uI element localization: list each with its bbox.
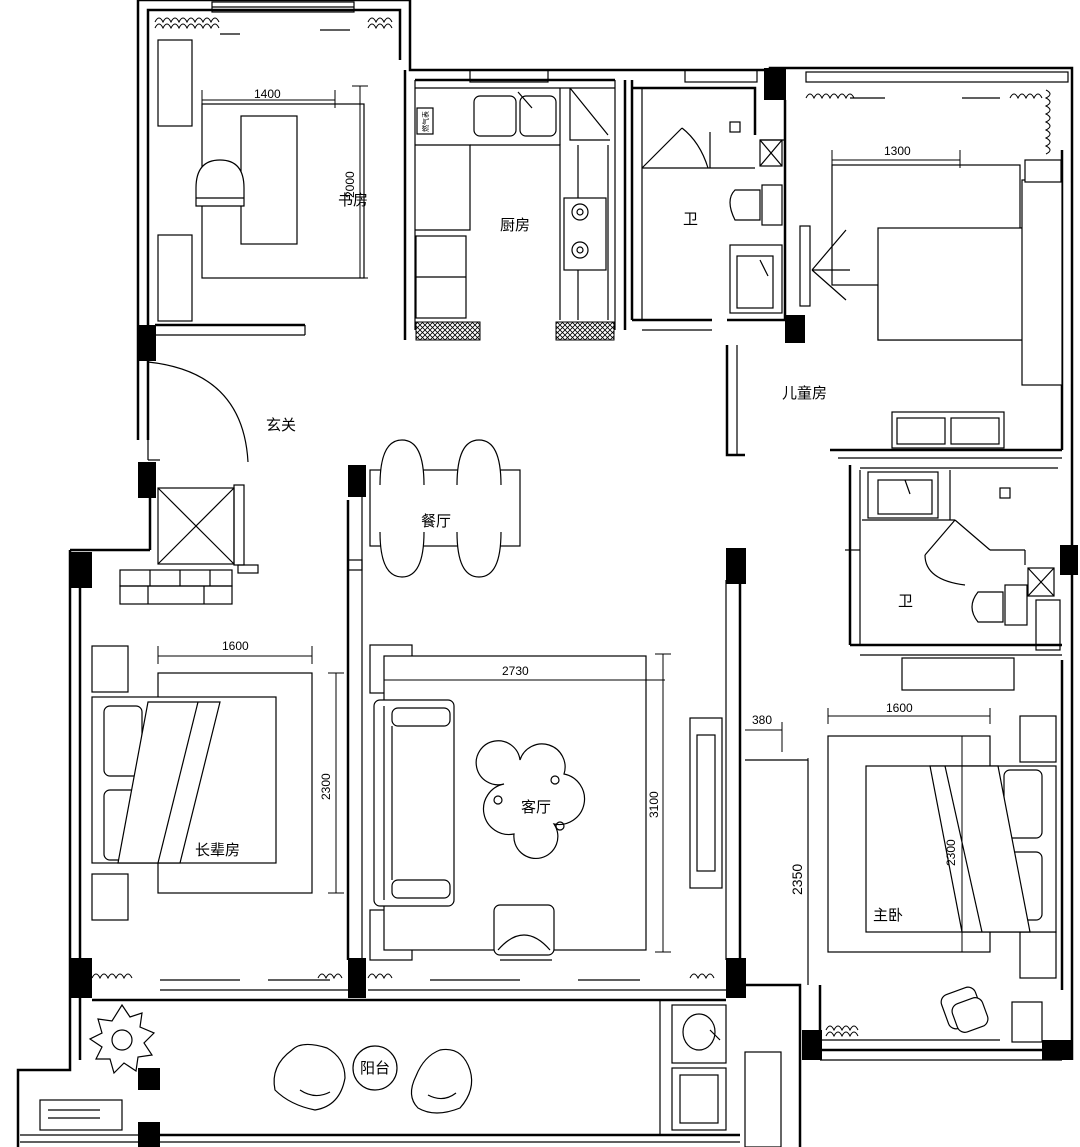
entrance-hall [119, 361, 259, 605]
kitchen-room [403, 69, 627, 341]
east-bathroom [845, 465, 1062, 691]
dimension-labels: 1400 2000 1300 1600 2300 2730 3100 380 1… [222, 87, 958, 895]
label-bath-north: 卫 [683, 210, 698, 228]
balcony [39, 973, 782, 1147]
dim-elder-bed-width: 1600 [222, 639, 249, 653]
label-elder-room: 长辈房 [195, 841, 240, 859]
outer-walls [16, 0, 1074, 1147]
label-study: 书房 [338, 191, 368, 209]
label-gas-meter: 燃气表 [421, 111, 430, 132]
elder-room [91, 500, 350, 960]
label-kids-room: 儿童房 [782, 384, 827, 402]
dim-kids-bed-width: 1300 [884, 144, 911, 158]
dim-study-desk-depth: 2000 [343, 171, 357, 198]
label-dining: 餐厅 [421, 512, 451, 530]
dim-elder-bed-length: 2300 [319, 773, 333, 800]
master-bedroom [745, 708, 1057, 1043]
dim-master-bed-width: 1600 [886, 701, 913, 715]
dim-master-gap: 380 [752, 713, 772, 727]
structural-columns [70, 68, 1078, 1147]
label-living: 客厅 [521, 798, 551, 816]
label-master: 主卧 [873, 906, 903, 924]
dim-living-rug-width: 2730 [502, 664, 529, 678]
living-room [369, 580, 742, 961]
kids-room [725, 71, 1069, 459]
dim-master-bed-length: 2300 [944, 839, 958, 866]
dining-area [347, 439, 521, 960]
dim-master-wall-length: 2350 [789, 864, 805, 895]
label-balcony: 阳台 [360, 1059, 390, 1077]
study-room [154, 1, 393, 336]
dim-living-rug-depth: 3100 [647, 791, 661, 818]
label-kitchen: 厨房 [500, 216, 530, 234]
dim-study-desk-width: 1400 [254, 87, 281, 101]
north-bathroom [630, 69, 811, 331]
room-labels: 书房 厨房 卫 儿童房 玄关 餐厅 卫 长辈房 客厅 主卧 阳台 [195, 191, 913, 1077]
label-entrance: 玄关 [266, 416, 296, 434]
label-bath-east: 卫 [898, 592, 913, 610]
